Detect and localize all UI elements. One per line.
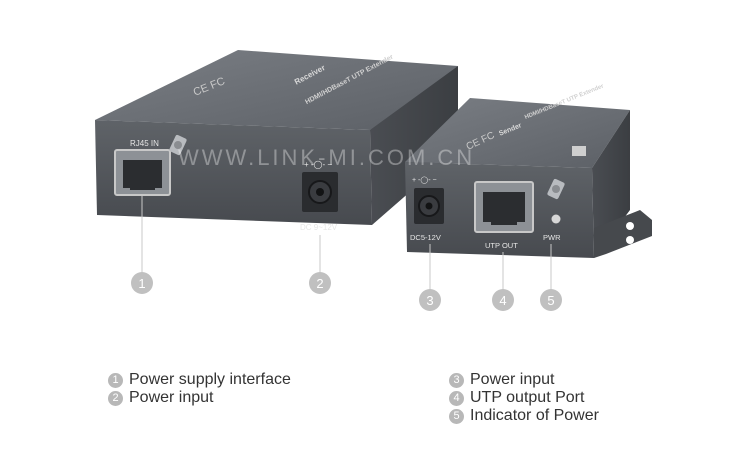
sender-port-label: UTP OUT (485, 241, 518, 250)
marker-2: 2 (309, 272, 331, 294)
watermark: WWW.LINK-MI.COM.CN (178, 145, 475, 170)
svg-text:3: 3 (426, 293, 433, 308)
marker-5: 5 (540, 289, 562, 311)
callout-lines (141, 196, 552, 290)
sender-ground-screw (547, 178, 565, 200)
legend-item: 3 Power input (449, 371, 599, 389)
sender-power-led (551, 214, 561, 224)
sender-dc-jack (414, 188, 444, 224)
receiver-side (370, 66, 458, 225)
svg-text:5: 5 (547, 293, 554, 308)
receiver-power-label: DC 9~12V (300, 223, 338, 232)
receiver-device: Receiver HDMI/HDBaseT UTP Extender CE FC… (95, 50, 458, 232)
legend-left: 1 Power supply interface 2 Power input (108, 371, 291, 407)
receiver-dc-jack (302, 172, 338, 212)
legend-item: 4 UTP output Port (449, 389, 599, 407)
legend-text: Power supply interface (129, 371, 291, 388)
sender-power-label: DC5-12V (410, 233, 441, 242)
legend-text: UTP output Port (470, 389, 585, 406)
legend-item: 5 Indicator of Power (449, 407, 599, 425)
legend-text: Indicator of Power (470, 407, 599, 424)
receiver-ground-screw (169, 134, 187, 156)
sender-led-label: PWR (543, 233, 561, 242)
sender-mounting-ear (594, 210, 652, 258)
legend-item: 2 Power input (108, 389, 291, 407)
legend-text: Power input (470, 371, 555, 388)
legend-number: 3 (449, 372, 464, 388)
legend-number: 4 (449, 390, 464, 406)
marker-1: 1 (131, 272, 153, 294)
receiver-top (95, 50, 458, 130)
marker-4: 4 (492, 289, 514, 311)
receiver-port-label: RJ45 IN (130, 139, 159, 148)
legend-right: 3 Power input 4 UTP output Port 5 Indica… (449, 371, 599, 425)
marker-3: 3 (419, 289, 441, 311)
legend-number: 5 (449, 408, 464, 424)
svg-text:2: 2 (316, 276, 323, 291)
callout-markers: 1 2 3 4 5 (131, 272, 562, 311)
legend-number: 2 (108, 390, 123, 406)
receiver-polarity-symbol: + -◯- − (304, 160, 332, 169)
legend-item: 1 Power supply interface (108, 371, 291, 389)
legend-text: Power input (129, 389, 214, 406)
legend-number: 1 (108, 372, 123, 388)
svg-text:4: 4 (499, 293, 506, 308)
svg-text:1: 1 (138, 276, 145, 291)
sender-polarity-symbol: + -◯- − (412, 176, 437, 184)
sender-sticker (572, 146, 586, 156)
